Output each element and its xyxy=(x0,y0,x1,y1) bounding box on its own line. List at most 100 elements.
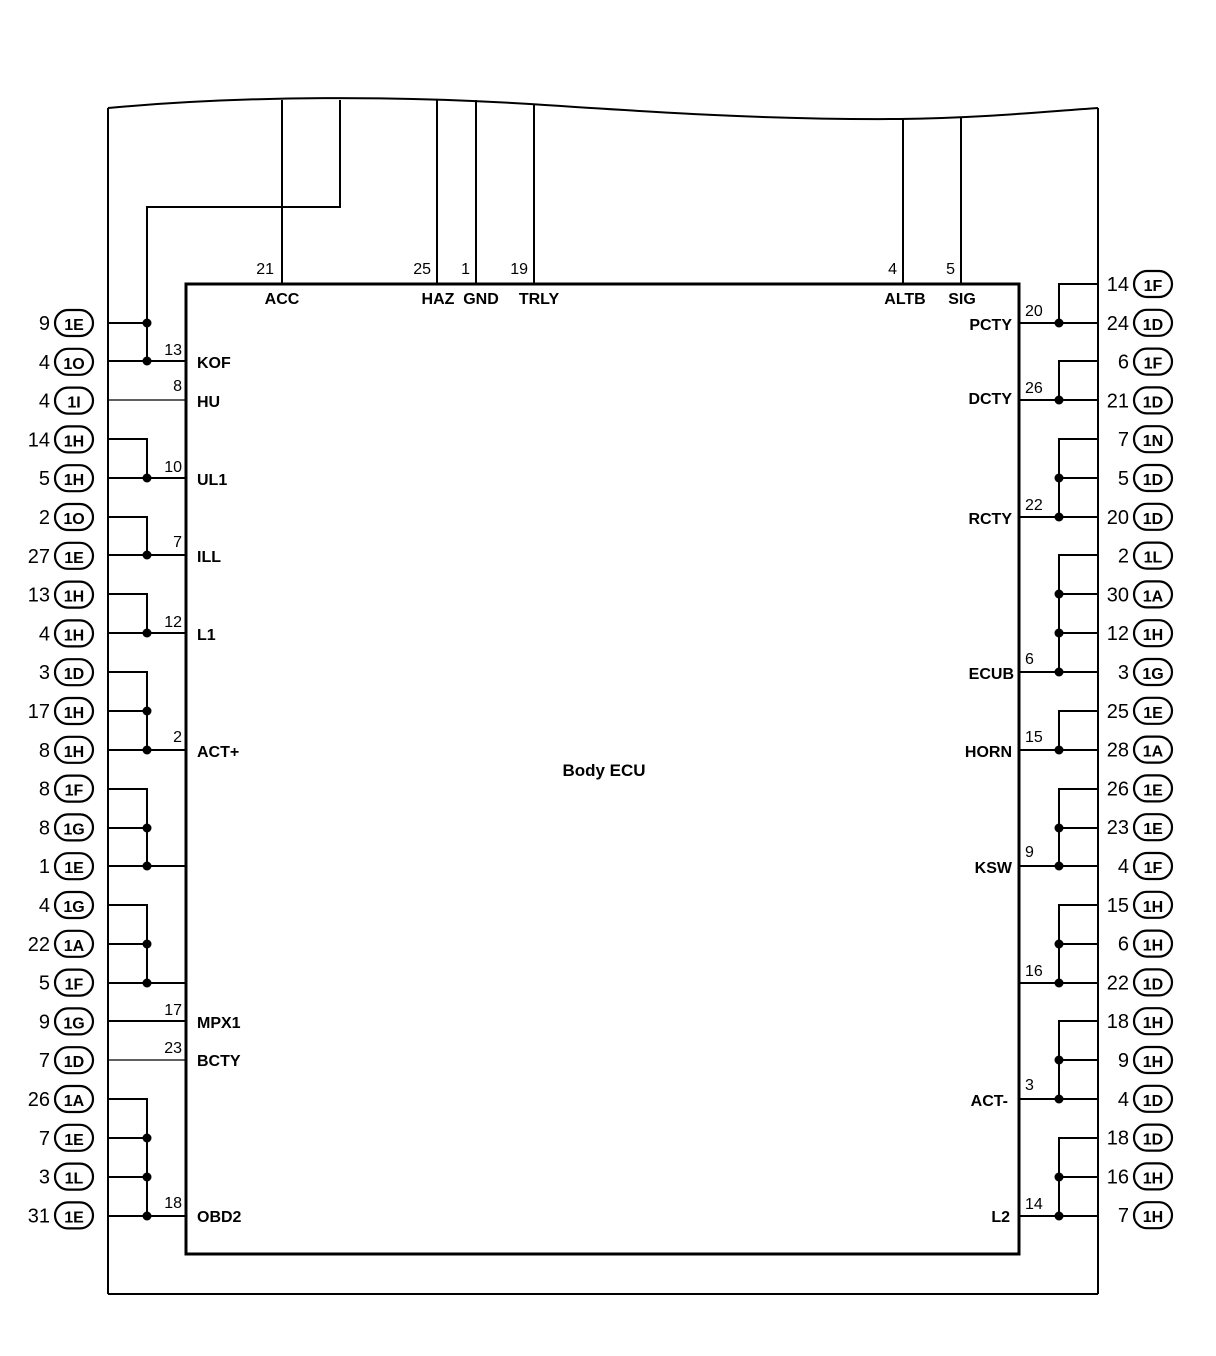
connector-pin-number: 4 xyxy=(39,623,50,645)
connector-pill xyxy=(53,347,95,376)
pin-number: 23 xyxy=(164,1040,182,1057)
connector-pill xyxy=(53,696,95,726)
connector-pill xyxy=(53,1162,95,1191)
connector-pin-number: 9 xyxy=(39,1011,50,1033)
ecu-label: Body ECU xyxy=(562,761,645,780)
junction-dot xyxy=(1054,861,1064,871)
signal-label: OBD2 xyxy=(197,1209,242,1226)
connector-pill xyxy=(53,890,95,920)
connector-pill xyxy=(1132,774,1174,803)
connector-pill xyxy=(53,619,95,648)
connector-pill xyxy=(53,502,95,532)
connector-pill xyxy=(1132,1007,1174,1036)
connector-id: 1N xyxy=(1143,433,1163,450)
connector-pin-number: 4 xyxy=(1118,1089,1129,1111)
pin-number: 4 xyxy=(888,261,897,278)
connector-badge: 28 1A xyxy=(1107,735,1174,764)
connector-pin-number: 14 xyxy=(28,429,50,451)
junction-dot xyxy=(1054,1211,1064,1221)
connector-pin-number: 7 xyxy=(1118,429,1129,451)
connector-pin-number: 5 xyxy=(39,973,50,995)
signal-label: HU xyxy=(197,394,220,411)
pin-number: 9 xyxy=(1025,844,1034,861)
connector-id: 1E xyxy=(1143,821,1163,838)
connector-id: 1E xyxy=(64,550,84,567)
connector-id: 1H xyxy=(1143,938,1163,955)
junction-dot xyxy=(1054,978,1064,988)
connector-pill xyxy=(1132,851,1174,881)
connector-id: 1F xyxy=(1144,278,1163,295)
connector-id: 1D xyxy=(1143,394,1163,411)
connector-pill xyxy=(53,658,95,687)
signal-label: HORN xyxy=(965,744,1012,761)
pin-number: 14 xyxy=(1025,1196,1043,1213)
connector-id: 1F xyxy=(1144,860,1163,877)
signal-label: TRLY xyxy=(519,291,560,308)
connector-id: 1D xyxy=(1143,1093,1163,1110)
connector-id: 1H xyxy=(64,589,84,606)
junction-dot xyxy=(1054,823,1064,833)
connector-pill xyxy=(53,541,95,570)
top-pin-numbers: 21 25 1 19 4 5 xyxy=(256,261,955,278)
connector-pill xyxy=(1132,347,1174,376)
connector-badge: 7 1N xyxy=(1118,425,1174,454)
pin-number: 19 xyxy=(510,261,528,278)
connector-pin-number: 7 xyxy=(39,1050,50,1072)
connector-id: 1D xyxy=(1143,472,1163,489)
junction-dot xyxy=(1054,1172,1064,1182)
connector-id: 1E xyxy=(1143,782,1163,799)
pin-number: 5 xyxy=(946,261,955,278)
connector-id: 1D xyxy=(64,666,84,683)
connector-pill xyxy=(53,1084,95,1114)
connector-id: 1H xyxy=(64,627,84,644)
signal-label: MPX1 xyxy=(197,1015,241,1032)
connector-pill xyxy=(53,1123,95,1152)
connector-pin-number: 13 xyxy=(28,585,50,607)
signal-label: ECUB xyxy=(969,666,1014,683)
signal-label: ILL xyxy=(197,549,221,566)
connector-pill xyxy=(1132,580,1174,609)
connector-badge: 20 1D xyxy=(1107,502,1174,531)
pin-number: 21 xyxy=(256,261,274,278)
junction-dot xyxy=(1054,667,1064,677)
connector-pill xyxy=(1132,1084,1174,1113)
connector-pill xyxy=(1132,463,1174,493)
pin-number: 26 xyxy=(1025,380,1043,397)
right-signal-labels: PCTY DCTY RCTY ECUB HORN KSW ACT- L2 xyxy=(965,317,1014,1226)
top-signal-labels: ACC HAZ GND TRLY ALTB SIG xyxy=(265,291,976,308)
connector-pin-number: 28 xyxy=(1107,740,1129,762)
signal-label: ALTB xyxy=(884,291,925,308)
connector-pill xyxy=(53,929,95,958)
connector-pin-number: 15 xyxy=(1107,895,1129,917)
connector-badge: 4 1H xyxy=(39,619,95,648)
connector-id: 1L xyxy=(65,1171,84,1188)
signal-label: ACC xyxy=(265,291,300,308)
connector-id: 1E xyxy=(64,860,84,877)
signal-label: BCTY xyxy=(197,1053,241,1070)
connector-pill xyxy=(53,1007,95,1036)
connector-id: 1A xyxy=(1143,744,1164,761)
connector-pin-number: 7 xyxy=(39,1128,50,1150)
connector-pin-number: 24 xyxy=(1107,313,1129,335)
connector-id: 1H xyxy=(1143,1170,1163,1187)
left-wires xyxy=(108,322,186,1217)
connector-pin-number: 4 xyxy=(1118,856,1129,878)
connector-pill xyxy=(1132,1123,1174,1152)
connector-pill xyxy=(1132,657,1174,687)
connector-id: 1D xyxy=(1143,511,1163,528)
connector-pin-number: 20 xyxy=(1107,507,1129,529)
connector-badge: 4 1D xyxy=(1118,1084,1174,1113)
connector-id: 1E xyxy=(1143,705,1163,722)
junction-dot xyxy=(142,745,152,755)
connector-pill xyxy=(1132,929,1174,958)
